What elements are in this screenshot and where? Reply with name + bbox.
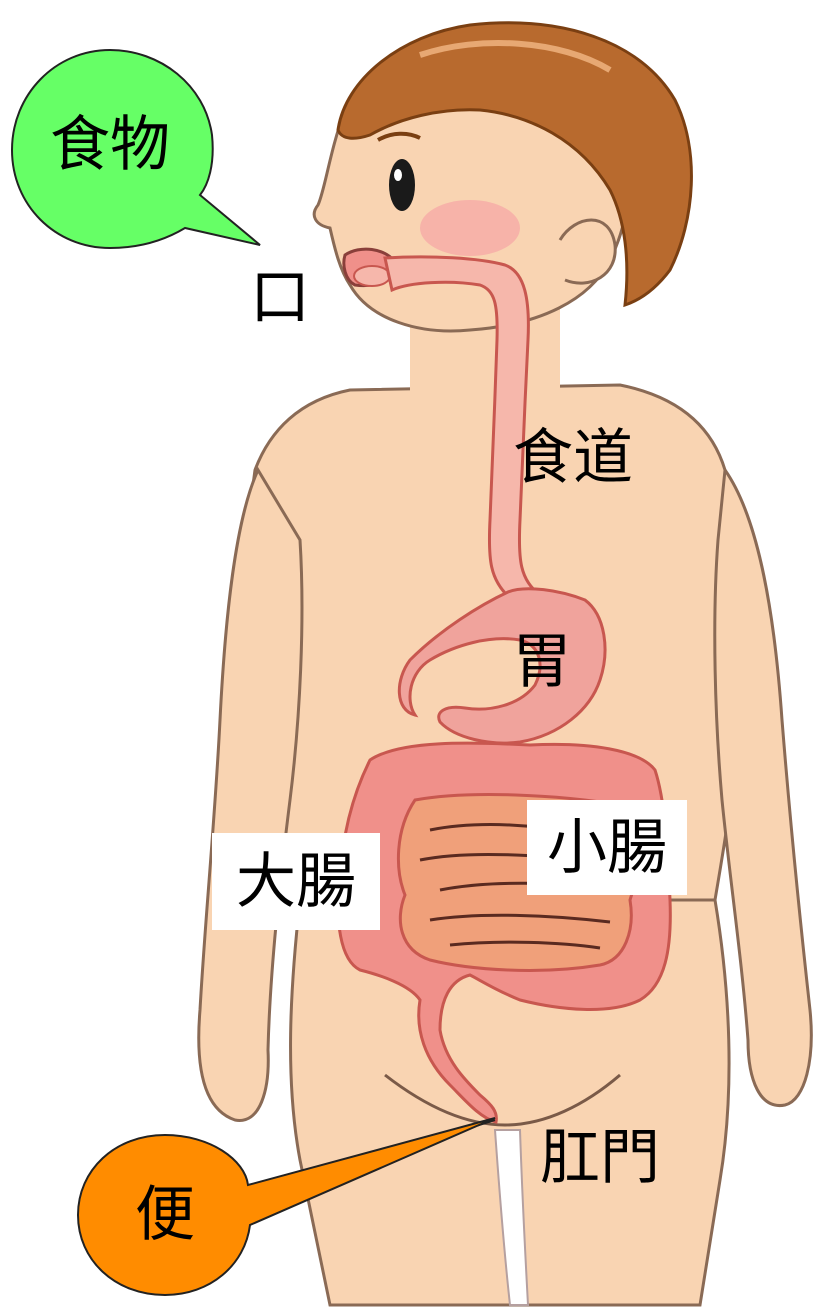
child-figure bbox=[199, 23, 812, 1305]
food-label: 食物 bbox=[35, 110, 185, 180]
esophagus-label: 食道 bbox=[513, 428, 633, 488]
cheek bbox=[420, 200, 520, 256]
left-arm bbox=[199, 470, 302, 1120]
small-intestine-label: 小腸 bbox=[527, 800, 687, 895]
tongue bbox=[354, 266, 390, 286]
mouth-label: 口 bbox=[250, 268, 310, 328]
anus-label: 肛門 bbox=[540, 1128, 660, 1188]
eye bbox=[389, 159, 415, 211]
right-arm bbox=[715, 470, 811, 1106]
ear bbox=[560, 220, 615, 283]
large-intestine-label: 大腸 bbox=[212, 833, 380, 930]
stomach-label: 胃 bbox=[512, 632, 572, 692]
stool-label: 便 bbox=[115, 1180, 215, 1250]
eye-highlight bbox=[394, 169, 402, 181]
